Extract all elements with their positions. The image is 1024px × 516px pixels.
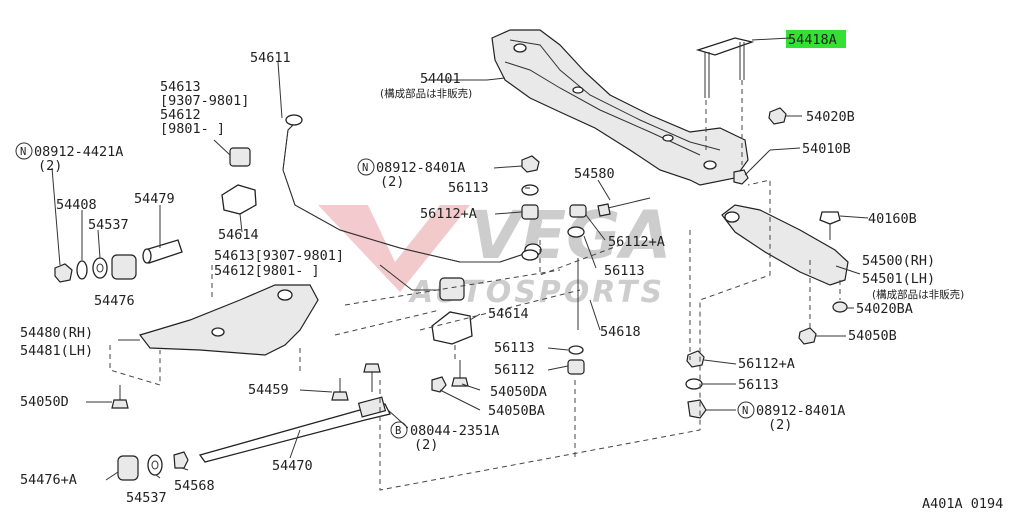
label-08912-8401A-b-qty: (2): [768, 417, 792, 433]
label-08912-8401A-b: 08912-8401A: [756, 403, 845, 419]
label-54501: 54501(LH): [862, 271, 935, 287]
watermark: VEGA AUTOSPORTS: [318, 197, 671, 310]
member-54500: [721, 204, 849, 286]
label-54614a: 54614: [218, 227, 259, 243]
dashed-guides: [109, 80, 841, 491]
label-54401: 54401: [420, 71, 461, 87]
label-54010B: 54010B: [802, 141, 851, 157]
label-56113c: 56113: [494, 340, 535, 356]
label-56112: 56112: [494, 362, 535, 378]
label-08044-2351A-qty: (2): [414, 437, 438, 453]
stud-stack: [431, 155, 651, 393]
label-54613a: 54613: [160, 79, 201, 95]
label-54408: 54408: [56, 197, 97, 213]
nut-08912-4421A: [54, 263, 73, 283]
label-54050D: 54050D: [20, 394, 69, 410]
label-54050DA: 54050DA: [490, 384, 547, 400]
label-54537b: 54537: [126, 490, 167, 506]
part-labels: 54611 54613 [9307-9801] 54612 [9801- ] 0…: [20, 32, 1003, 512]
label-54612a: 54612: [160, 107, 201, 123]
label-54050B: 54050B: [848, 328, 897, 344]
leader-lines: [51, 37, 869, 481]
bushing-54613a: [229, 147, 251, 167]
label-56113a: 56113: [448, 180, 489, 196]
washer-54537b: [147, 454, 163, 476]
highlight-54418A: [786, 30, 846, 48]
label-56113b: 56113: [604, 263, 645, 279]
figure-id: A401A 0194: [922, 496, 1003, 512]
label-54537a: 54537: [88, 217, 129, 233]
label-54613b: 54613[9307-9801]: [214, 248, 344, 264]
circle-N-1: N: [20, 146, 26, 158]
circle-symbols: N N N B: [15, 142, 755, 439]
label-54612a-range: [9801- ]: [160, 121, 225, 137]
washer-54408: [76, 260, 88, 280]
label-54020B: 54020B: [806, 109, 855, 125]
label-56112Aa: 56112+A: [420, 206, 477, 222]
bushing-54476a: [111, 254, 137, 280]
label-54611: 54611: [250, 50, 291, 66]
bracket-54614b: [431, 311, 473, 345]
label-54501-note: (構成部品は非販売): [872, 288, 964, 301]
bushing-54613b: [439, 277, 465, 301]
label-08912-8401A-a-qty: (2): [380, 174, 404, 190]
nut-54020B: [768, 107, 787, 125]
label-08044-2351A: 08044-2351A: [410, 423, 499, 439]
label-54418A: 54418A: [788, 32, 837, 48]
transverse-link-54480: [138, 284, 319, 356]
label-56113d: 56113: [738, 377, 779, 393]
label-54614b: 54614: [488, 306, 529, 322]
label-08912-8401A-a: 08912-8401A: [376, 160, 465, 176]
label-08912-4421A: 08912-4421A: [34, 144, 123, 160]
nut-54010B: [733, 169, 749, 185]
bracket-54418A: [695, 37, 755, 98]
label-08912-4421A-qty: (2): [38, 158, 62, 174]
label-54476a: 54476: [94, 293, 135, 309]
circle-B-1: B: [395, 425, 401, 437]
label-54479: 54479: [134, 191, 175, 207]
label-54613a-range: [9307-9801]: [160, 93, 249, 109]
circle-N-2: N: [362, 162, 368, 174]
label-54020BA: 54020BA: [856, 301, 913, 317]
label-54476b: 54476+A: [20, 472, 77, 488]
label-54500: 54500(RH): [862, 253, 935, 269]
label-54580: 54580: [574, 166, 615, 182]
crossmember-54401: [491, 29, 749, 186]
label-56112Ac: 56112+A: [738, 356, 795, 372]
circle-N-3: N: [742, 405, 748, 417]
label-54480: 54480(RH): [20, 325, 93, 341]
bushing-54476b: [117, 455, 139, 481]
bolts-left: [111, 363, 381, 409]
nut-54050B: [798, 327, 817, 345]
label-54568: 54568: [174, 478, 215, 494]
watermark-v-shape: [318, 205, 470, 292]
label-40160B: 40160B: [868, 211, 917, 227]
bolt-40160B: [819, 211, 841, 225]
bracket-54614a: [221, 184, 257, 215]
label-56112Ab: 56112+A: [608, 234, 665, 250]
nut-54568: [173, 451, 189, 469]
label-54459: 54459: [248, 382, 289, 398]
label-54612b: 54612[9801- ]: [214, 263, 320, 279]
label-54470: 54470: [272, 458, 313, 474]
label-54050BA: 54050BA: [488, 403, 545, 419]
label-54401-note: (構成部品は非販売): [380, 87, 472, 100]
stabilizer-eye: [285, 114, 303, 126]
nut-54020BA: [832, 301, 848, 313]
label-54481: 54481(LH): [20, 343, 93, 359]
label-54618: 54618: [600, 324, 641, 340]
washer-54537a: [92, 257, 108, 279]
